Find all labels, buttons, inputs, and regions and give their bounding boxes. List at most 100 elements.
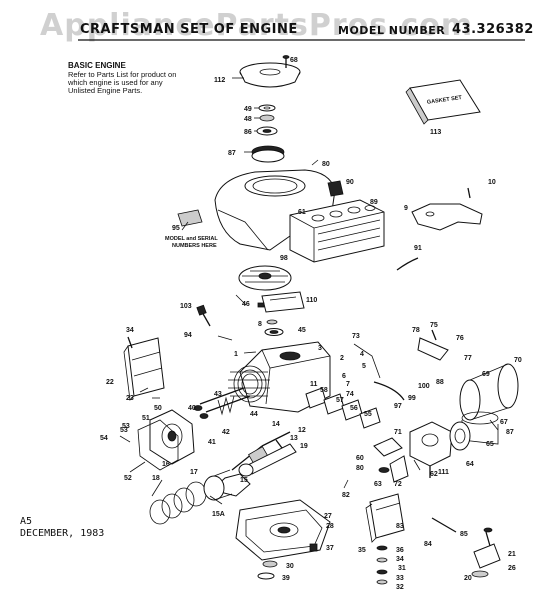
fuel-cap-assembly: [471, 527, 501, 578]
header-title: CRAFTSMAN SET OF ENGINE: [80, 22, 298, 37]
screw-34: [127, 336, 133, 349]
callout: 7: [346, 381, 350, 388]
callout: 51: [142, 415, 150, 422]
callout: 40: [188, 405, 196, 412]
callout: 33: [396, 575, 404, 582]
callout: 103: [180, 303, 192, 310]
callout: 35: [358, 547, 366, 554]
washer-39: [257, 572, 275, 580]
callout: 11: [310, 381, 318, 388]
callout: 36: [396, 547, 404, 554]
starter-cup: [239, 62, 301, 88]
callout-numbers: 68 112 49 48 86 87 80 90 89 61 10 9 113 …: [100, 57, 522, 591]
callout: 100: [418, 383, 430, 390]
rod-84: [431, 517, 457, 533]
fuel-tank: [365, 493, 405, 543]
note-title: BASIC ENGINE: [68, 61, 126, 70]
plug-37: [309, 543, 318, 552]
callout: 49: [244, 106, 252, 113]
piston-rings: [149, 481, 207, 525]
callout: 19: [300, 443, 308, 450]
callout: 12: [298, 427, 306, 434]
valve-parts: [193, 387, 251, 419]
callout: 46: [242, 301, 250, 308]
gasket-packet: GASKET SET: [405, 79, 481, 125]
callout: 42: [222, 429, 230, 436]
callout: 91: [414, 245, 422, 252]
callout: 41: [208, 439, 216, 446]
piston: [203, 469, 233, 501]
callout: 80: [356, 465, 364, 472]
callout: 15: [240, 477, 248, 484]
callout: 88: [436, 379, 444, 386]
callout: 48: [244, 116, 252, 123]
callout: 99: [408, 395, 416, 402]
watermark: AppliancePartsPros.com: [40, 8, 474, 43]
callout: 64: [466, 461, 474, 468]
spark-plug-boot-90: [327, 180, 344, 197]
callout: 87: [228, 150, 236, 157]
callout: 83: [396, 523, 404, 530]
model-label: MODEL NUMBER: [338, 24, 446, 37]
callout: 20: [464, 575, 472, 582]
carburetor: [409, 421, 453, 478]
svg-text:NUMBERS HERE: NUMBERS HERE: [172, 243, 217, 249]
callout: 22: [106, 379, 114, 386]
air-cleaner: [459, 363, 519, 445]
governor-linkage: [353, 329, 449, 379]
callout: 113: [430, 129, 441, 136]
callout: 58: [320, 387, 328, 394]
callout: 80: [322, 161, 330, 168]
hardware-stack: [376, 545, 388, 585]
callout: 31: [398, 565, 406, 572]
callout: 57: [336, 397, 344, 404]
callout: 54: [100, 435, 108, 442]
choke-parts: [373, 437, 409, 483]
callout: 18: [152, 475, 160, 482]
callout: 73: [352, 333, 360, 340]
callout: 43: [214, 391, 222, 398]
callout: 77: [464, 355, 472, 362]
model-plate: [177, 209, 203, 231]
callout: 85: [460, 531, 468, 538]
callout: 74: [346, 391, 354, 398]
callout: 21: [508, 551, 516, 558]
model-plate-label: MODEL and SERIAL: [165, 236, 218, 242]
callout: 28: [326, 523, 334, 530]
callout: 34: [126, 327, 134, 334]
callout: 10: [488, 179, 496, 186]
callout: 86: [244, 129, 252, 136]
callout: 89: [370, 199, 378, 206]
callout: 6: [342, 373, 346, 380]
callout: 53: [120, 427, 128, 434]
callout: 72: [394, 481, 402, 488]
callout: 112: [214, 77, 225, 84]
callout: 45: [298, 327, 306, 334]
callout: 27: [324, 513, 332, 520]
callout: 67: [500, 419, 508, 426]
washer-8: [266, 319, 278, 325]
callout: 4: [360, 351, 364, 358]
callout: 44: [250, 411, 258, 418]
callout: 17: [190, 469, 198, 476]
callout: 70: [514, 357, 522, 364]
gasket-51: [137, 419, 179, 471]
filter-65: [449, 421, 471, 451]
cylinder-head: [289, 199, 385, 263]
callout: 60: [356, 455, 364, 462]
callout: 95: [172, 225, 180, 232]
flywheel: [238, 265, 292, 291]
bracket-9: [411, 203, 483, 231]
callout: 69: [482, 371, 490, 378]
seal-45: [264, 328, 284, 336]
drain-plug-30: [262, 560, 278, 568]
callout: 78: [412, 327, 420, 334]
callout: 32: [396, 584, 404, 591]
callout: 5: [362, 363, 366, 370]
connecting-rod: [238, 443, 297, 477]
mount-bracket: [123, 337, 165, 401]
callout: 63: [374, 481, 382, 488]
screw-68: [282, 55, 290, 68]
callout: 65: [486, 441, 494, 448]
